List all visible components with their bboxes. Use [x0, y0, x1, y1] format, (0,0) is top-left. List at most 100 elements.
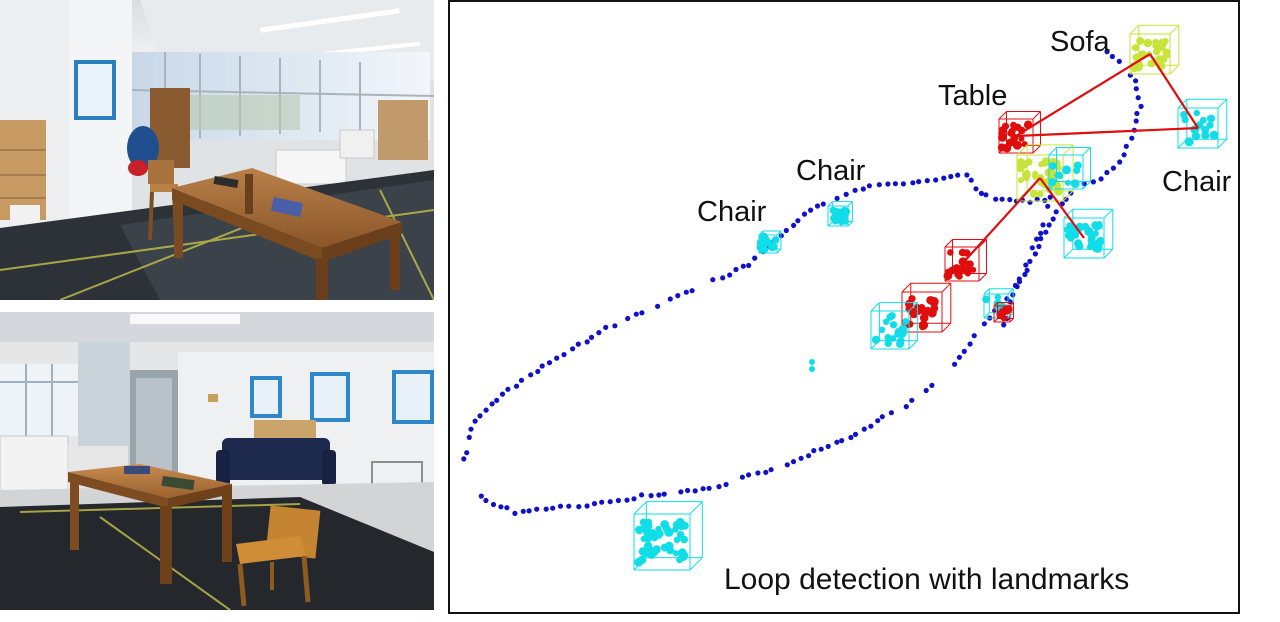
trajectory-point: [479, 494, 484, 499]
trajectory-point: [752, 256, 757, 261]
landmark-point: [1144, 39, 1153, 48]
trajectory-point: [835, 196, 840, 201]
landmark-point: [660, 520, 669, 529]
trajectory-point: [1051, 216, 1056, 221]
trajectory-point: [566, 504, 571, 509]
landmark-point: [649, 529, 656, 536]
trajectory-point: [861, 186, 866, 191]
trajectory-point: [467, 435, 472, 440]
trajectory-point: [968, 341, 973, 346]
trajectory-point: [1017, 276, 1022, 281]
trajectory-point: [1033, 251, 1038, 256]
trajectory-point: [993, 197, 998, 202]
landmark-point: [642, 549, 650, 557]
trajectory-point: [473, 419, 478, 424]
trajectory-point: [1025, 268, 1030, 273]
landmark-point: [680, 536, 688, 544]
trajectory-point: [979, 191, 984, 196]
trajectory-point: [527, 508, 532, 513]
trajectory-point: [521, 509, 526, 514]
landmark-point: [1023, 175, 1030, 182]
landmark-point: [879, 327, 886, 334]
trajectory-point: [819, 447, 824, 452]
trajectory-point: [570, 346, 575, 351]
landmark-point: [674, 537, 681, 544]
landmark-map-panel: Sofa Table Chair Chair Chair Loop detect…: [448, 0, 1240, 614]
trajectory-point: [784, 228, 789, 233]
trajectory-point: [554, 356, 559, 361]
landmark-point: [1074, 162, 1082, 170]
label-sofa: Sofa: [1050, 28, 1110, 57]
trajectory-point: [785, 462, 790, 467]
trajectory-point: [512, 511, 517, 516]
trajectory-point: [461, 456, 466, 461]
trajectory-point: [868, 424, 873, 429]
landmark-point: [1055, 171, 1062, 178]
trajectory-point: [877, 182, 882, 187]
landmark-point: [1074, 239, 1082, 247]
trajectory-point: [802, 212, 807, 217]
trajectory-point: [678, 489, 683, 494]
trajectory-point: [948, 174, 953, 179]
trajectory-point: [599, 500, 604, 505]
landmark-point: [896, 340, 904, 348]
trajectory-point: [791, 223, 796, 228]
trajectory-point: [982, 321, 987, 326]
trajectory-point: [534, 507, 539, 512]
trajectory-point: [815, 203, 820, 208]
trajectory-point: [1027, 200, 1032, 205]
trajectory-point: [612, 323, 617, 328]
trajectory-point: [639, 310, 644, 315]
trajectory-point: [1099, 176, 1104, 181]
trajectory-point: [490, 401, 495, 406]
trajectory-point: [867, 183, 872, 188]
trajectory-point: [952, 362, 957, 367]
trajectory-point: [528, 372, 533, 377]
trajectory-point: [1043, 230, 1048, 235]
trajectory-point: [576, 504, 581, 509]
trajectory-point: [910, 180, 915, 185]
trajectory-point: [1124, 144, 1129, 149]
trajectory-point: [504, 505, 509, 510]
trajectory-point: [1139, 104, 1144, 109]
landmark-point: [841, 213, 847, 219]
trajectory-point: [634, 312, 639, 317]
trajectory-point: [1047, 222, 1052, 227]
label-chair-upper: Chair: [796, 157, 865, 186]
landmark-point: [895, 327, 904, 336]
trajectory-point: [811, 448, 816, 453]
trajectory-point: [862, 427, 867, 432]
trajectory-point: [1023, 262, 1028, 267]
trajectory-point: [791, 459, 796, 464]
trajectory-point: [806, 453, 811, 458]
trajectory-point: [649, 493, 654, 498]
landmark-point: [995, 294, 1001, 300]
trajectory-point: [1134, 111, 1139, 116]
trajectory-point: [1122, 152, 1127, 157]
trajectory-point: [853, 432, 858, 437]
landmark-point: [1025, 158, 1032, 165]
trajectory-point: [720, 275, 725, 280]
trajectory-point: [1117, 159, 1122, 164]
trajectory-point: [716, 484, 721, 489]
trajectory-point: [625, 316, 630, 321]
trajectory-point: [826, 444, 831, 449]
trajectory-point: [1117, 59, 1122, 64]
photo-office-scene: [0, 0, 434, 300]
trajectory-point: [1030, 245, 1035, 250]
trajectory-point: [616, 498, 621, 503]
trajectory-point: [957, 355, 962, 360]
label-chair-right: Chair: [1162, 168, 1231, 197]
landmark-point: [1132, 44, 1139, 51]
landmark-point: [947, 249, 954, 256]
trajectory-point: [1013, 283, 1018, 288]
trajectory-point: [885, 181, 890, 186]
trajectory-point: [589, 335, 594, 340]
trajectory-point: [909, 398, 914, 403]
landmark-point: [1159, 55, 1167, 63]
trajectory-point: [1091, 179, 1096, 184]
landmark-point: [1037, 191, 1043, 197]
trajectory-point: [893, 181, 898, 186]
trajectory-point: [668, 296, 673, 301]
trajectory-point: [964, 172, 969, 177]
